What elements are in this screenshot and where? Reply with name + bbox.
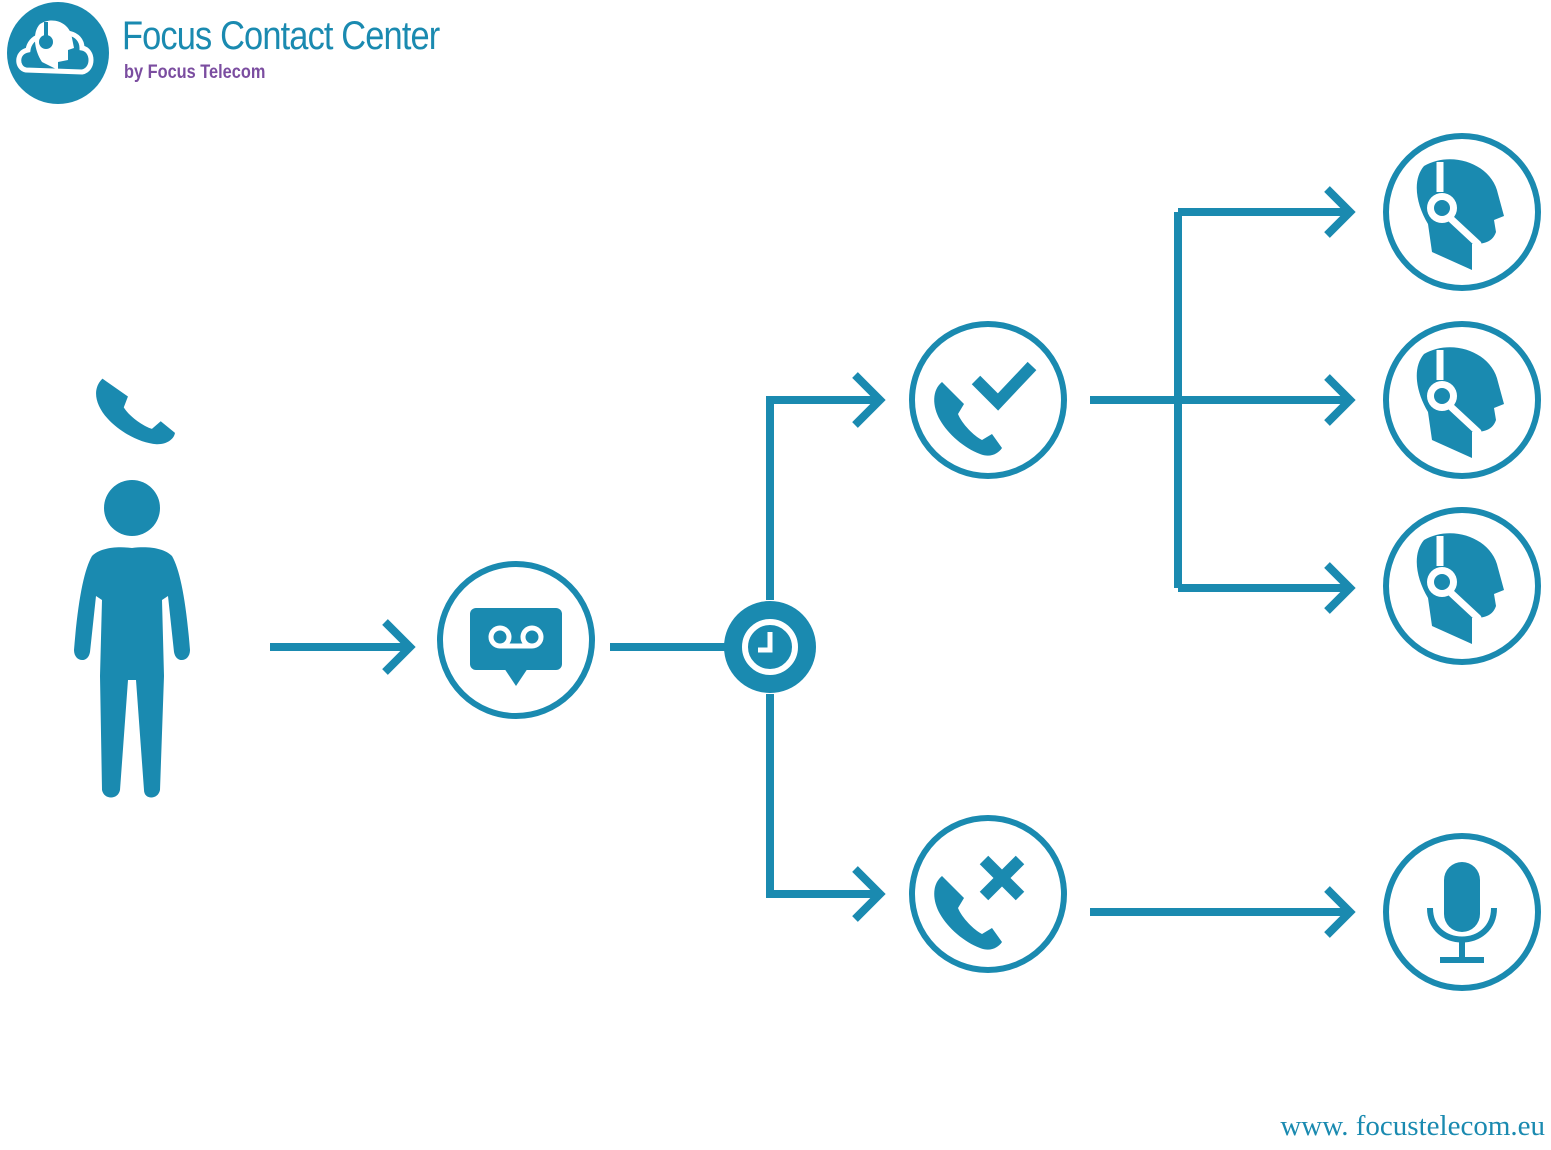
arrowhead bbox=[852, 372, 886, 428]
arrowhead bbox=[1324, 886, 1356, 938]
time-condition-node bbox=[724, 601, 816, 693]
brand-logo-icon bbox=[7, 2, 109, 104]
arrowhead bbox=[382, 619, 416, 675]
call-answered-node bbox=[909, 321, 1067, 479]
voicemail-node bbox=[437, 561, 595, 719]
arrowhead bbox=[1324, 562, 1356, 614]
connectors bbox=[270, 186, 1356, 938]
agent-node-1 bbox=[1383, 133, 1541, 291]
recording-node bbox=[1383, 833, 1541, 991]
edge-clock-rejected bbox=[766, 694, 880, 898]
brand-subtitle: by Focus Telecom bbox=[124, 62, 266, 83]
microphone-icon bbox=[1427, 862, 1497, 963]
caller-node bbox=[74, 378, 190, 798]
arrowhead bbox=[1324, 374, 1356, 426]
person-icon bbox=[74, 480, 190, 798]
arrowhead bbox=[852, 866, 886, 922]
website-link[interactable]: www. focustelecom.eu bbox=[1280, 1110, 1545, 1142]
voicemail-bubble-icon bbox=[470, 608, 562, 686]
arrowhead bbox=[1324, 186, 1356, 238]
phone-cross-icon bbox=[934, 855, 1025, 950]
agent-node-2 bbox=[1383, 321, 1541, 479]
agent-node-3 bbox=[1383, 507, 1541, 665]
edge-clock-answered bbox=[766, 396, 880, 600]
phone-icon bbox=[96, 378, 175, 445]
clock-icon bbox=[742, 619, 798, 675]
phone-check-icon bbox=[934, 361, 1037, 456]
call-rejected-node bbox=[909, 815, 1067, 973]
brand-title: Focus Contact Center bbox=[122, 14, 440, 58]
